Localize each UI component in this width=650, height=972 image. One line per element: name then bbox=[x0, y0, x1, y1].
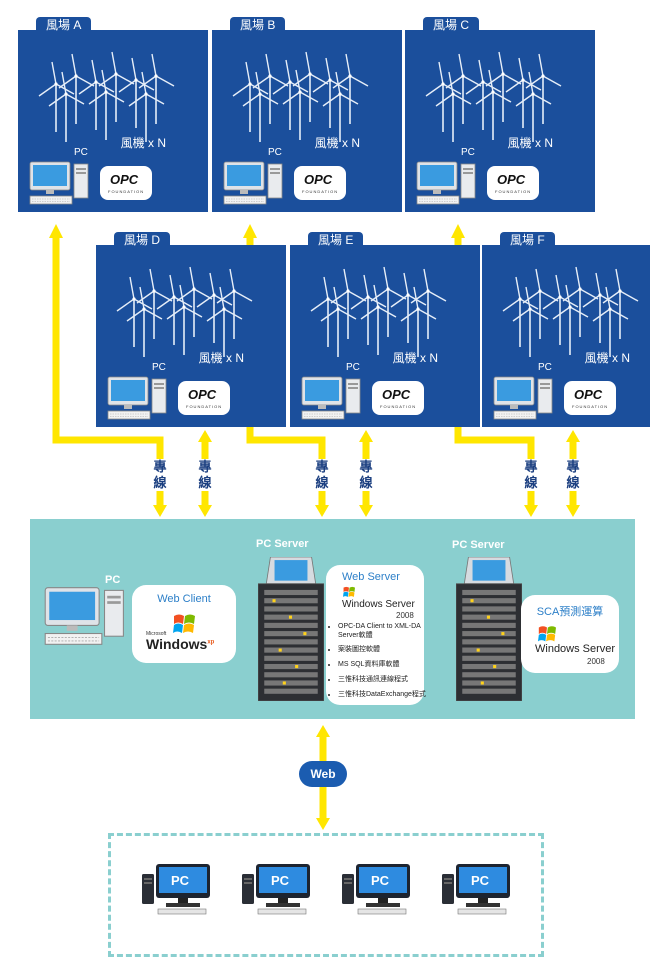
pc-label: PC bbox=[346, 362, 360, 373]
dedicated-line-label: 專線 bbox=[566, 459, 580, 491]
windows-flag-icon bbox=[538, 626, 556, 642]
os-year: 2008 bbox=[396, 611, 414, 620]
wind-turbines-illustration bbox=[310, 266, 447, 358]
pc-label: PC bbox=[268, 147, 282, 158]
pc-label: PC bbox=[471, 873, 490, 888]
pc-icon bbox=[241, 863, 311, 915]
pc-label: PC bbox=[171, 873, 190, 888]
web-client-card: Web Client Microsoft Windowsxp bbox=[132, 585, 236, 663]
pc-icon bbox=[44, 587, 125, 645]
wind-turbines-illustration bbox=[116, 266, 253, 358]
os-brand: Microsoft bbox=[146, 631, 167, 637]
sca-card: SCA預測運算 Windows Server 2008 bbox=[521, 595, 619, 673]
dedicated-line-label: 專線 bbox=[153, 459, 167, 491]
pc-label: PC bbox=[271, 873, 290, 888]
turbine-count-label: 風機 x N bbox=[507, 136, 553, 150]
pc-label: PC bbox=[538, 362, 552, 373]
pc-label: PC bbox=[371, 873, 390, 888]
farm-name-tab: 風場 D bbox=[114, 232, 171, 248]
server-label: PC Server bbox=[256, 538, 309, 550]
pc-icon bbox=[493, 376, 553, 420]
web-badge: Web bbox=[299, 761, 347, 787]
turbine-count-label: 風機 x N bbox=[392, 351, 438, 365]
farm-name-tab: 風場 C bbox=[423, 17, 480, 33]
pc-label: PC bbox=[74, 147, 88, 158]
client-pc: PC bbox=[141, 863, 213, 921]
software-list: OPC-DA Client to XML-DA Server軟體 案裝圖控軟體 … bbox=[330, 623, 428, 699]
client-group: PC PC PC PC bbox=[108, 833, 544, 957]
wind-turbines-illustration bbox=[502, 266, 639, 358]
turbine-count-label: 風機 x N bbox=[584, 351, 630, 365]
list-item: OPC-DA Client to XML-DA Server軟體 bbox=[338, 623, 428, 640]
farm-name-tab: 風場 F bbox=[500, 232, 555, 248]
client-pc: PC bbox=[441, 863, 513, 921]
farm-name-tab: 風場 B bbox=[230, 17, 286, 33]
dedicated-line-label: 專線 bbox=[524, 459, 538, 491]
os-name: Windows Server bbox=[342, 599, 415, 610]
client-pc: PC bbox=[241, 863, 313, 921]
pc-icon bbox=[341, 863, 411, 915]
windows-flag-icon bbox=[173, 614, 195, 633]
pc-label: PC bbox=[152, 362, 166, 373]
windows-flag-icon bbox=[343, 586, 355, 597]
dedicated-line-label: 專線 bbox=[359, 459, 373, 491]
list-item: 三惟科技DataExchange程式 bbox=[338, 689, 428, 699]
turbine-count-label: 風機 x N bbox=[198, 351, 244, 365]
pc-icon bbox=[301, 376, 361, 420]
pc-label: PC bbox=[461, 147, 475, 158]
os-year: 2008 bbox=[587, 657, 605, 666]
turbine-count-label: 風機 x N bbox=[120, 136, 166, 150]
list-item: MS SQL資料庫軟體 bbox=[338, 659, 428, 669]
server-label: PC Server bbox=[452, 539, 505, 551]
pc-label: PC bbox=[105, 574, 121, 586]
server-icon bbox=[258, 557, 324, 701]
pc-icon bbox=[141, 863, 211, 915]
os-name: Windows Server bbox=[535, 643, 616, 655]
web-client-title: Web Client bbox=[157, 593, 211, 605]
pc-icon bbox=[441, 863, 511, 915]
os-name: Windowsxp bbox=[146, 636, 215, 652]
pc-icon bbox=[107, 376, 167, 420]
sca-title: SCA預測運算 bbox=[536, 606, 604, 618]
list-item: 案裝圖控軟體 bbox=[338, 644, 428, 654]
turbine-count-label: 風機 x N bbox=[314, 136, 360, 150]
dedicated-line-label: 專線 bbox=[315, 459, 329, 491]
farm-name-tab: 風場 A bbox=[36, 17, 92, 33]
server-icon bbox=[456, 557, 522, 701]
dedicated-line-label: 專線 bbox=[198, 459, 212, 491]
list-item: 三惟科技通訊連線程式 bbox=[338, 674, 428, 684]
server-zone: PC Web Client Microsoft Windowsxp PC Ser… bbox=[30, 519, 635, 719]
client-pc: PC bbox=[341, 863, 413, 921]
web-server-title: Web Server bbox=[342, 571, 400, 583]
web-server-card: Web Server Windows Server 2008 OPC-DA Cl… bbox=[326, 565, 426, 705]
farm-name-tab: 風場 E bbox=[308, 232, 364, 248]
